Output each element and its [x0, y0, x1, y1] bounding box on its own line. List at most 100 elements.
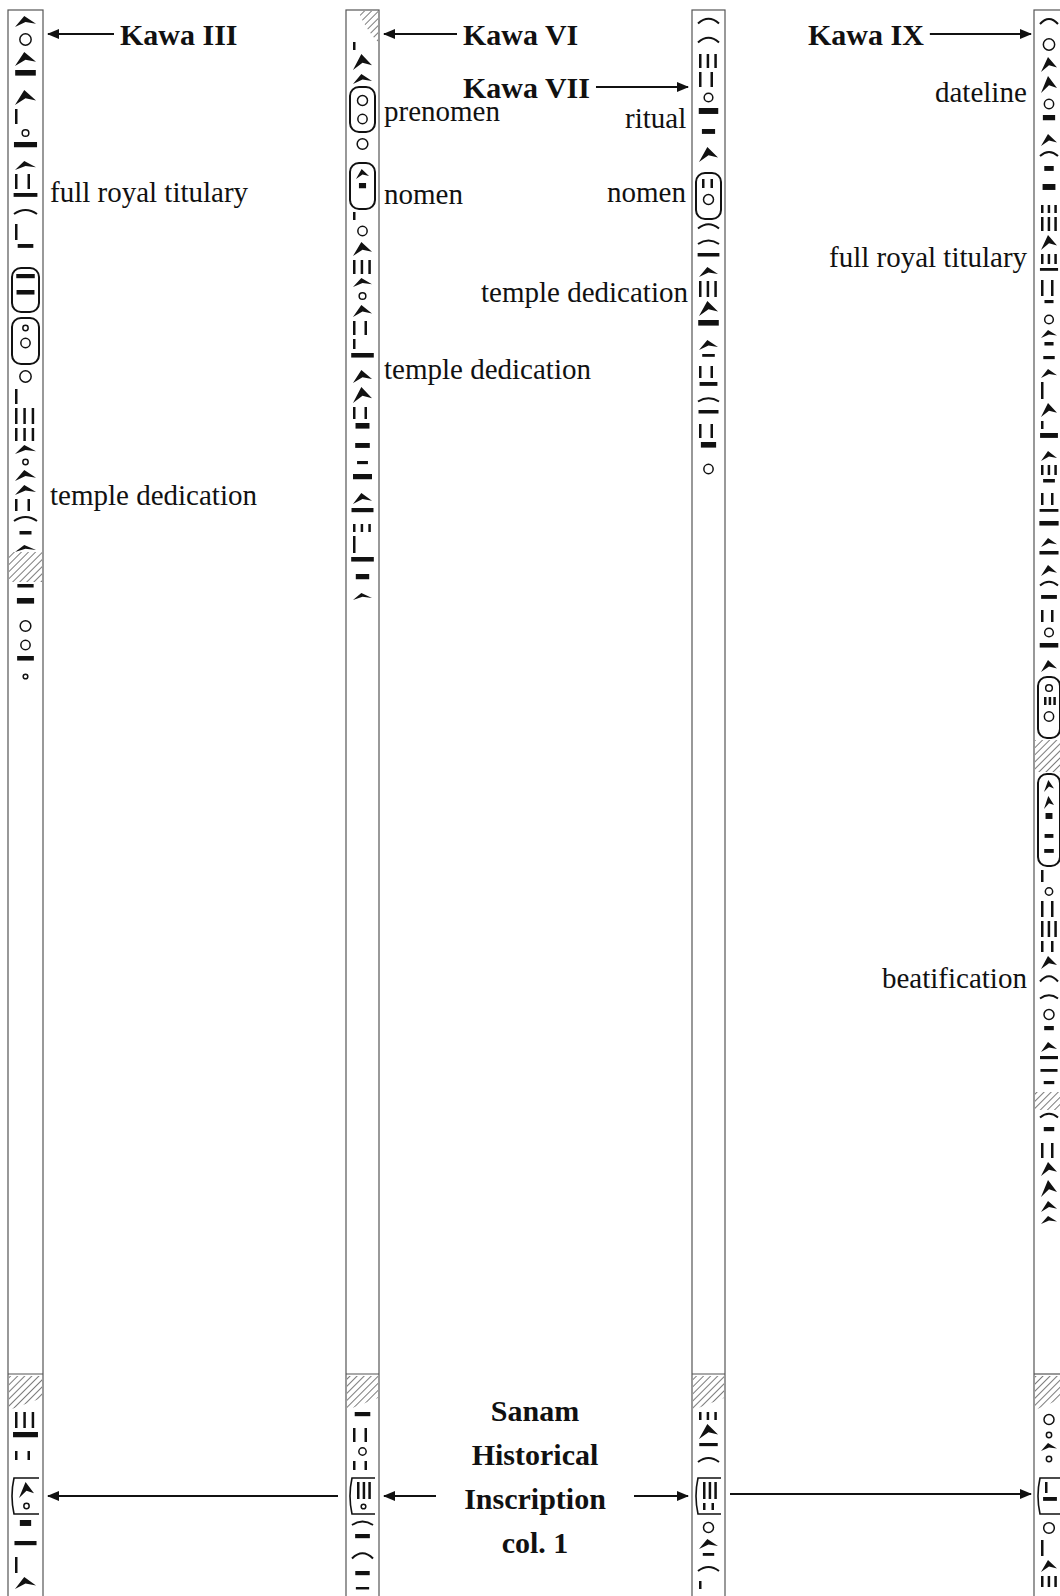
glyph [1040, 1069, 1057, 1072]
glyph [699, 1443, 717, 1446]
glyph [1041, 1540, 1044, 1556]
damaged-area [1035, 1092, 1060, 1110]
glyph [1041, 57, 1057, 72]
glyph [1048, 1576, 1051, 1587]
glyph [699, 1539, 718, 1549]
glyph [355, 1571, 369, 1575]
cartouche [350, 87, 375, 132]
glyph [365, 321, 368, 335]
glyph [15, 545, 36, 552]
glyph [1051, 1143, 1054, 1158]
glyph [353, 42, 356, 50]
glyph [28, 499, 31, 511]
glyph [1039, 521, 1058, 526]
glyph [15, 174, 18, 189]
glyph [699, 366, 702, 378]
glyph [15, 389, 18, 404]
glyph [698, 224, 719, 228]
glyph [32, 428, 34, 441]
glyph [353, 1461, 356, 1470]
glyph [1041, 134, 1057, 146]
glyph [699, 54, 702, 68]
glyph [1054, 1576, 1057, 1587]
glyph [707, 54, 710, 68]
glyph [14, 193, 38, 197]
glyph [23, 408, 26, 424]
cartouche [696, 173, 721, 219]
section-divider [1034, 1373, 1060, 1374]
glyph [13, 1432, 38, 1437]
glyph [1041, 217, 1044, 231]
glyph [698, 241, 719, 245]
glyph [1041, 1143, 1044, 1158]
glyph [1045, 315, 1054, 324]
glyph [353, 278, 372, 287]
glyph [353, 493, 372, 504]
glyph [1040, 1114, 1058, 1118]
glyph [358, 226, 367, 235]
glyph [358, 114, 367, 123]
inscription-column [8, 10, 43, 1596]
glyph [23, 325, 28, 330]
pointer-arrow [930, 33, 1031, 35]
section-divider [346, 1373, 379, 1374]
glyph [1044, 1010, 1054, 1020]
glyph [15, 445, 36, 454]
glyph [353, 339, 356, 349]
glyph [703, 1553, 714, 1556]
glyph [1054, 205, 1057, 213]
section-label: prenomen [384, 94, 500, 129]
glyph [14, 517, 37, 521]
glyph [1045, 888, 1052, 895]
glyph [1041, 1162, 1057, 1176]
glyph [1041, 565, 1057, 576]
glyph [1044, 1523, 1055, 1534]
glyph [699, 281, 702, 297]
glyph [359, 293, 366, 300]
glyph [1041, 76, 1057, 93]
glyph [353, 260, 356, 274]
glyph [1043, 356, 1054, 359]
glyph [351, 557, 374, 562]
glyph [20, 531, 32, 535]
inscription-column [692, 10, 725, 1596]
glyph [353, 524, 356, 532]
glyph [698, 398, 719, 401]
glyph [15, 70, 36, 76]
glyph [1041, 382, 1044, 399]
glyph [712, 1503, 715, 1510]
cartouche [1038, 677, 1060, 738]
glyph [702, 179, 705, 188]
glyph [363, 1482, 366, 1499]
glyph [1041, 451, 1057, 461]
glyph [699, 301, 718, 316]
glyph [1041, 660, 1057, 672]
glyph [1044, 780, 1054, 792]
glyph [365, 407, 368, 419]
cartouche [696, 1478, 721, 1514]
glyph [707, 1412, 710, 1420]
glyph [700, 382, 718, 386]
glyph [357, 461, 368, 464]
glyph [1044, 796, 1054, 809]
glyph [1044, 697, 1047, 705]
glyph [1044, 712, 1053, 721]
glyph [361, 1504, 366, 1509]
glyph [365, 1428, 368, 1442]
glyph [1044, 1081, 1055, 1084]
glyph [1040, 433, 1058, 438]
glyph [353, 212, 356, 220]
glyph [356, 423, 370, 429]
glyph [351, 353, 374, 358]
glyph [358, 96, 368, 106]
glyph [703, 1503, 706, 1510]
pointer-arrow [48, 33, 114, 35]
glyph [15, 16, 36, 27]
glyph [703, 1482, 706, 1499]
glyph [1049, 697, 1052, 705]
glyph [699, 424, 702, 438]
glyph [15, 1412, 18, 1428]
glyph [368, 1482, 371, 1499]
glyph [15, 109, 18, 124]
